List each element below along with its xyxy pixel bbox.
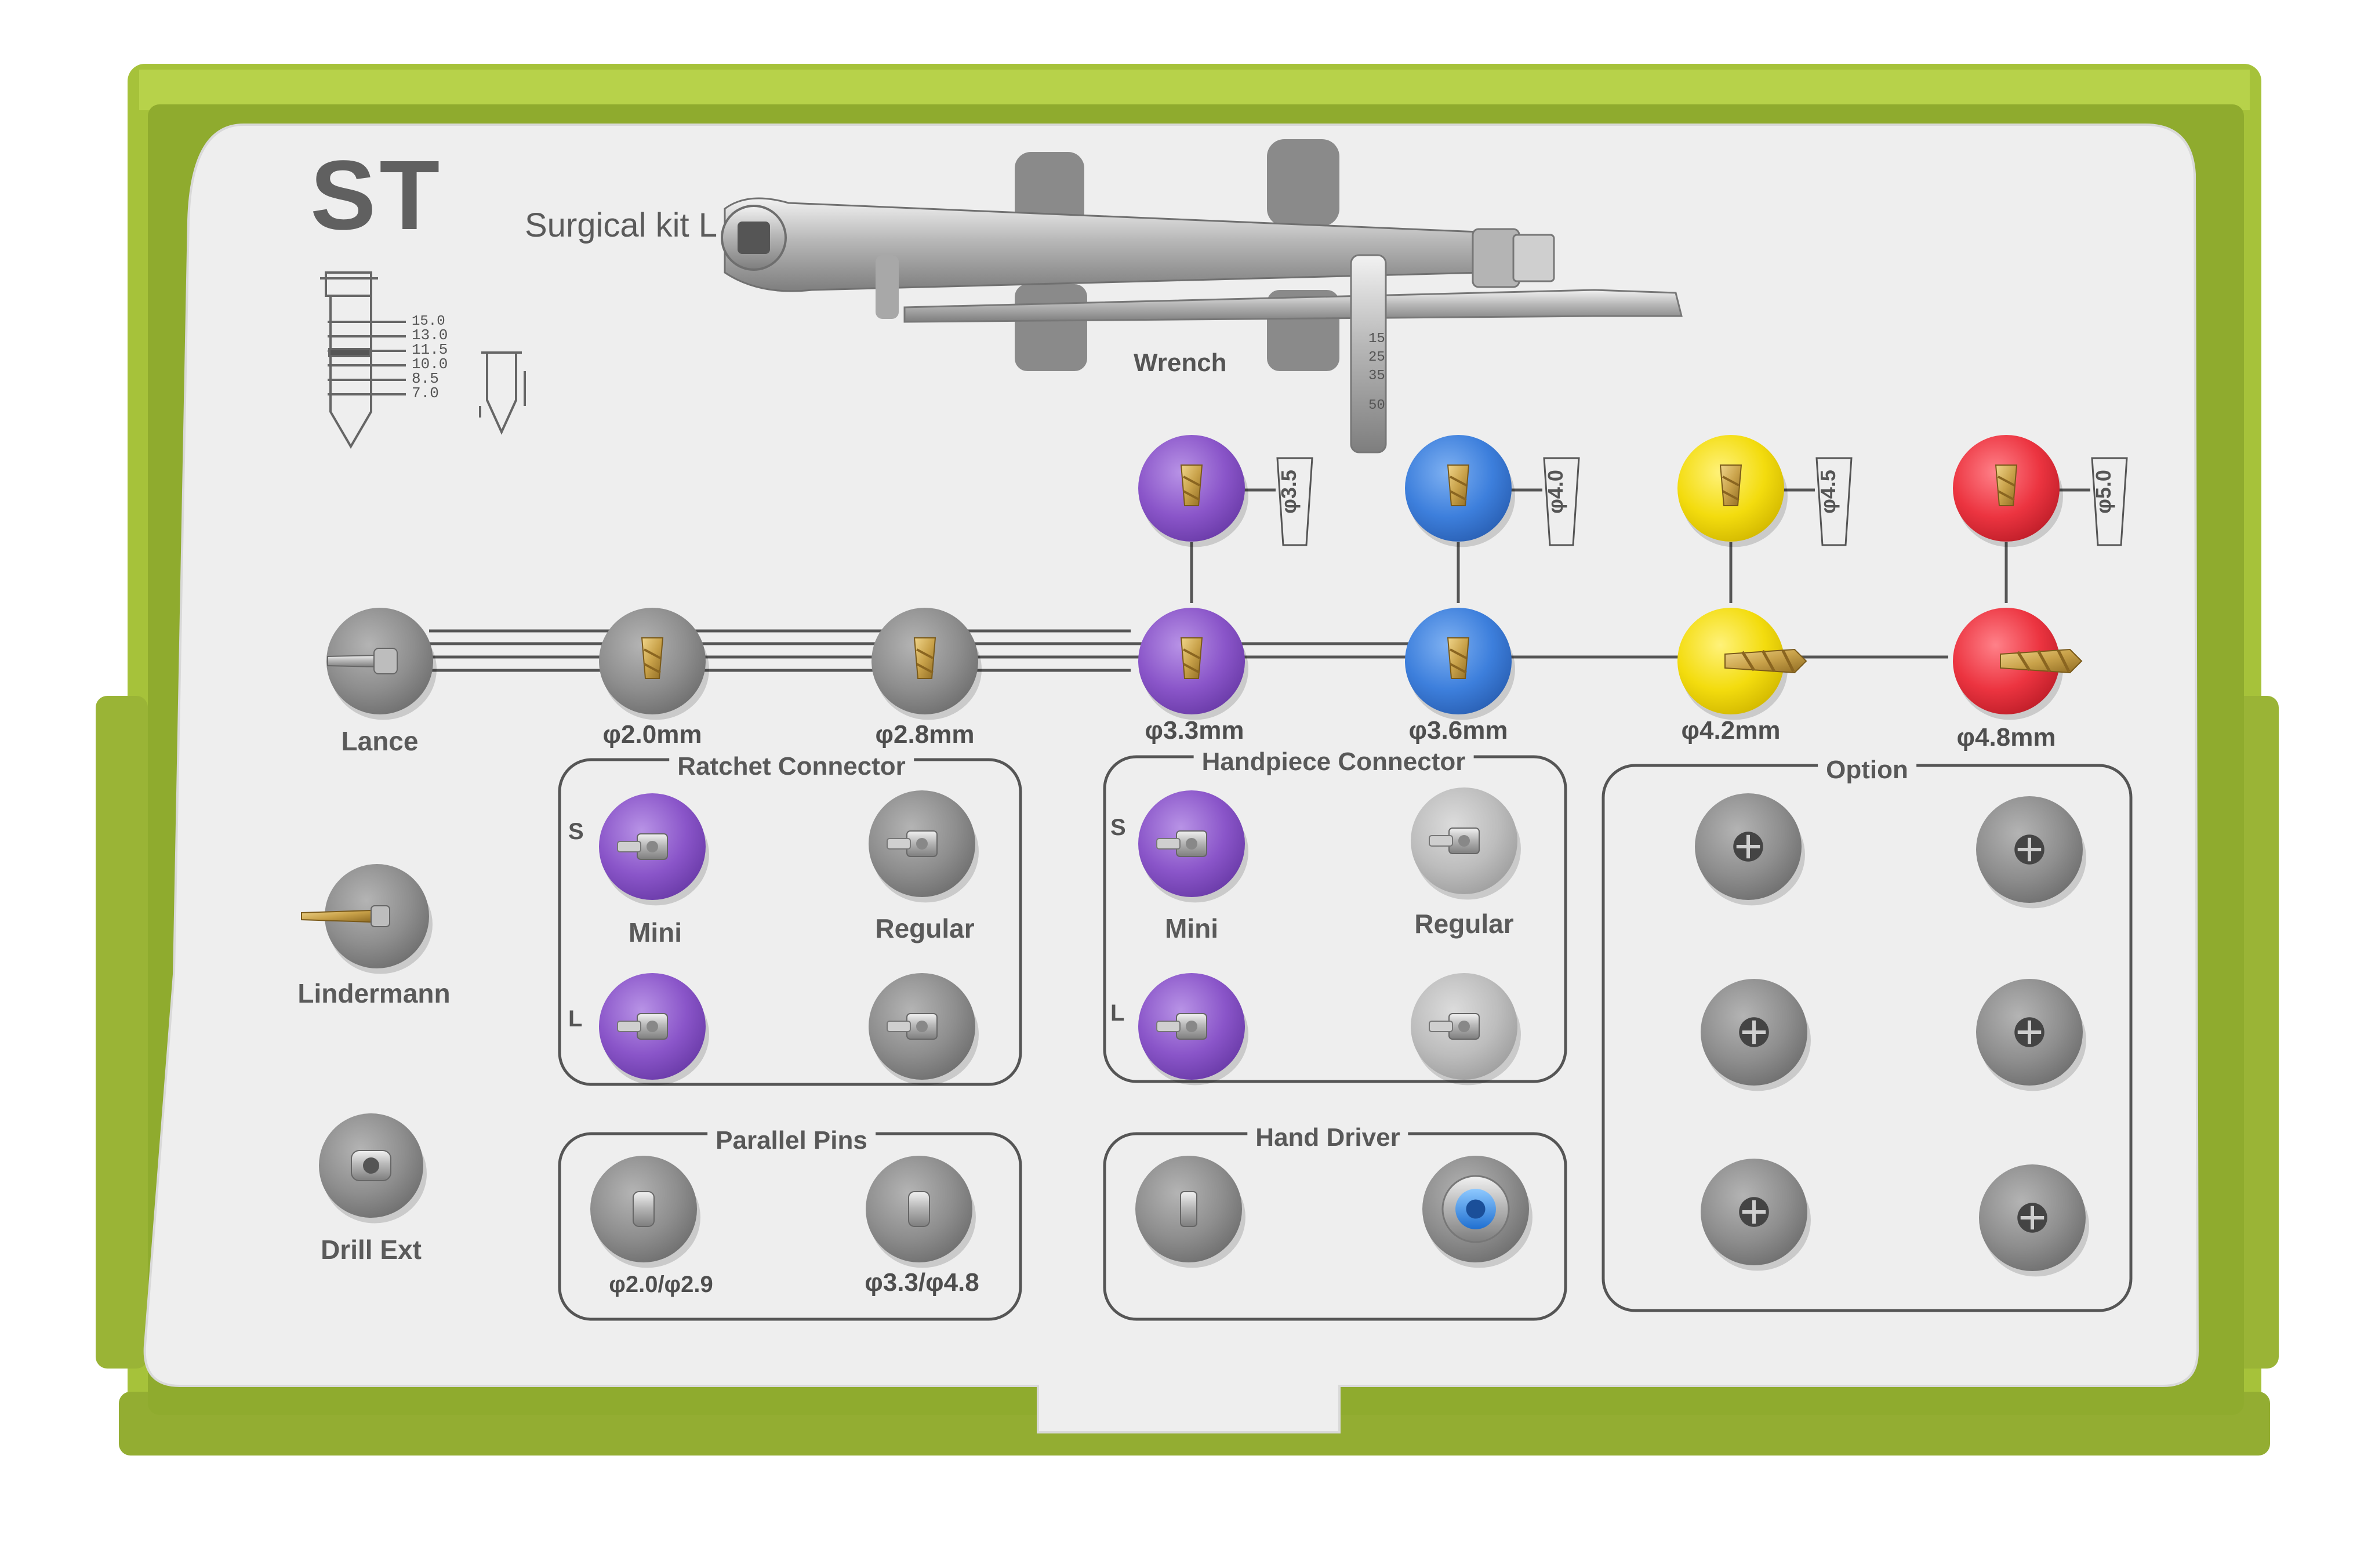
handpiece-regular-label: Regular: [1414, 909, 1514, 939]
size-tag-5-0: φ5.0: [2091, 470, 2115, 514]
option-socket: [1976, 979, 2086, 1091]
drill-socket-top: [1677, 435, 1788, 547]
ratchet-regular-l: [869, 973, 979, 1086]
option-title: Option: [1818, 757, 1916, 783]
drill-ext-socket: [319, 1113, 427, 1224]
lindermann-socket: [301, 864, 433, 974]
drill-socket-top: [1405, 435, 1515, 547]
size-tag-frame: [1815, 457, 1853, 546]
handpiece-mini-s: [1138, 790, 1248, 903]
size-tag-frame: [1543, 457, 1580, 546]
ratchet-connector-title: Ratchet Connector: [669, 754, 914, 779]
lindermann-label: Lindermann: [297, 978, 451, 1008]
brand-logo: ST: [310, 140, 444, 251]
handpiece-mini-l: [1138, 973, 1248, 1086]
option-socket: [1979, 1164, 2089, 1277]
option-socket: [1695, 793, 1805, 906]
ratchet-regular-label: Regular: [875, 913, 975, 943]
size-tag-3-5: φ3.5: [1276, 470, 1301, 514]
svg-text:35: 35: [1368, 368, 1385, 384]
parallel-pin-large: [866, 1156, 976, 1268]
size-tag-4-0: φ4.0: [1543, 470, 1567, 514]
kit-title: Surgical kit L: [525, 206, 718, 244]
depth-mark: 11.5: [412, 341, 448, 358]
ratchet-row-l: L: [568, 1006, 583, 1032]
drill-label-2-8: φ2.8mm: [875, 720, 975, 749]
handpiece-row-l: L: [1110, 1000, 1125, 1026]
depth-mark: 10.0: [412, 355, 448, 373]
socket-layer: [301, 435, 2128, 1277]
ratchet-wrench: [721, 139, 1683, 453]
size-tag-4-5: φ4.5: [1815, 470, 1840, 514]
parallel-pin-small-label: φ2.0/φ2.9: [609, 1272, 713, 1297]
handpiece-row-s: S: [1110, 815, 1126, 840]
ratchet-regular-s: [869, 790, 979, 903]
svg-text:25: 25: [1368, 350, 1385, 365]
drill-label-lance: Lance: [341, 726, 419, 756]
drill-socket: [326, 608, 437, 720]
handpiece-mini-label: Mini: [1165, 913, 1218, 943]
drill-socket: [1953, 608, 2083, 720]
drill-label-3-6: φ3.6mm: [1408, 716, 1508, 745]
drill-socket: [1405, 608, 1515, 720]
option-socket: [1701, 979, 1811, 1091]
depth-mark: 15.0: [412, 314, 445, 329]
drill-ext-label: Drill Ext: [321, 1235, 422, 1265]
drill-socket-top: [1138, 435, 1248, 547]
svg-text:15: 15: [1368, 331, 1385, 347]
option-socket: [1976, 796, 2086, 909]
size-tag-frame: [2091, 457, 2128, 546]
ratchet-mini-l: [599, 973, 709, 1086]
wrench-scale: 15 25 35 50: [1368, 331, 1385, 413]
drill-label-3-3: φ3.3mm: [1145, 716, 1244, 745]
hand-driver-small: [1135, 1156, 1245, 1268]
tray: [143, 124, 2199, 1433]
depth-mark: 7.0: [412, 384, 439, 402]
hand-driver-title: Hand Driver: [1247, 1125, 1408, 1150]
drill-label-4-2: φ4.2mm: [1681, 716, 1781, 745]
hand-driver-main: [1422, 1156, 1533, 1268]
wrench-label: Wrench: [1134, 349, 1227, 377]
parallel-pin-large-label: φ3.3/φ4.8: [865, 1268, 979, 1297]
depth-mark: 13.0: [412, 326, 448, 344]
size-tag-frame: [1276, 457, 1313, 546]
ratchet-row-s: S: [568, 819, 584, 844]
handpiece-regular-l: [1411, 973, 1521, 1086]
depth-gauge-drawing: [320, 271, 526, 449]
parallel-pin-small: [590, 1156, 700, 1268]
ratchet-mini-label: Mini: [629, 917, 682, 948]
svg-text:50: 50: [1368, 398, 1385, 413]
option-socket: [1701, 1159, 1811, 1271]
handpiece-regular-s: [1411, 787, 1521, 900]
handpiece-connector-title: Handpiece Connector: [1193, 749, 1474, 775]
drill-socket: [599, 608, 709, 720]
drill-socket: [871, 608, 982, 720]
drill-socket-top: [1953, 435, 2063, 547]
drill-socket: [1138, 608, 1248, 720]
drill-label-4-8: φ4.8mm: [1956, 723, 2056, 752]
depth-mark: 8.5: [412, 370, 439, 387]
drill-label-2-0: φ2.0mm: [602, 720, 702, 749]
ratchet-mini-s: [599, 793, 709, 906]
drill-socket: [1677, 608, 1807, 720]
parallel-pins-title: Parallel Pins: [707, 1128, 876, 1153]
